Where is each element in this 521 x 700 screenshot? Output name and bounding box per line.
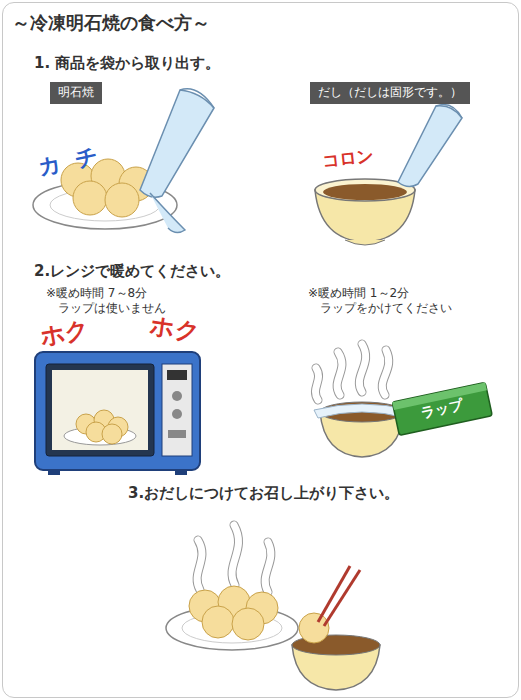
wrap-box [392, 382, 492, 435]
label-text: 明石焼 [58, 85, 94, 99]
step-heading: 3.おだしにつけてお召し上がり下さい。 [128, 484, 399, 503]
note-text: ※暖め時間 7～8分 ラップは使いません [46, 286, 182, 316]
note-text: ※暖め時間 1～2分 ラップをかけてください [308, 286, 468, 316]
dashi-bag [398, 105, 462, 187]
steam [315, 344, 388, 400]
label-text: だし（だしは固形です。） [318, 85, 462, 99]
plastic-bag [140, 89, 214, 233]
dashi-bowl [315, 179, 415, 245]
steam [197, 525, 271, 592]
step-heading: 2.レンジで暖めてください。 [34, 262, 230, 281]
microwave [35, 352, 200, 475]
dashi-bowl [292, 635, 380, 690]
page-title: ～冷凍明石焼の食べ方～ [12, 12, 210, 35]
chopsticks-with-akashiyaki [299, 566, 360, 643]
plate-with-akashiyaki [166, 586, 298, 650]
step-heading: 1. 商品を袋から取り出す。 [34, 54, 220, 73]
label-box: 明石焼 [50, 82, 102, 104]
label-box: だし（だしは固形です。） [310, 82, 470, 104]
